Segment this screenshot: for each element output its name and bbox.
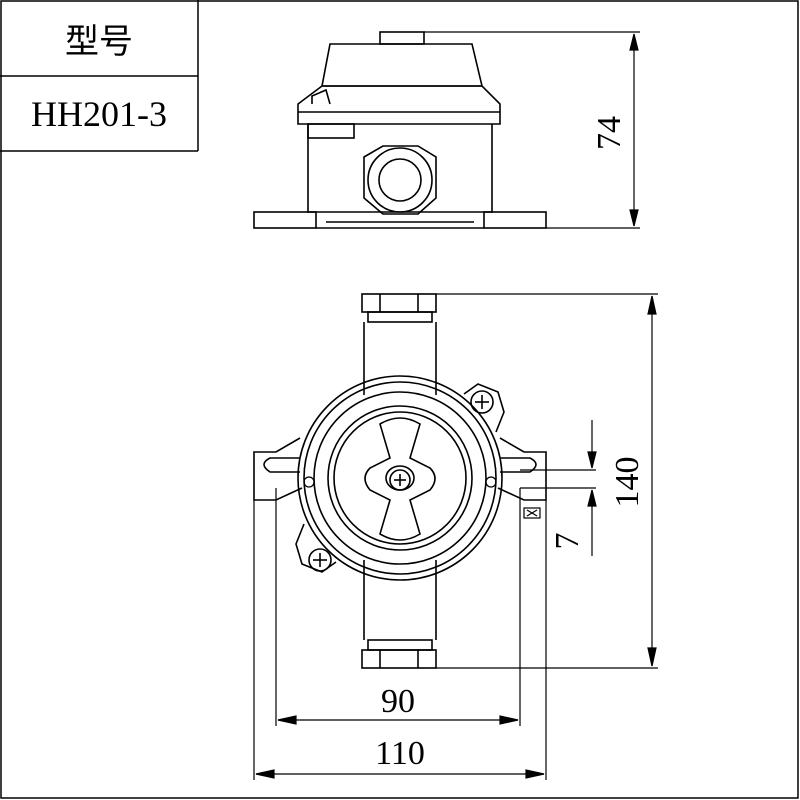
mount-ear-right: [497, 437, 547, 501]
mount-foot-left: [253, 211, 317, 229]
dim-7: [520, 420, 597, 556]
knob-cap: [379, 31, 425, 45]
screw-icon: [470, 390, 494, 414]
dim-110-label: 110: [375, 735, 425, 772]
model-header-cell: 型号: [65, 23, 133, 61]
screw-icon: [308, 548, 332, 572]
screw-icon: [303, 476, 497, 488]
cable-gland-hex: [363, 145, 437, 215]
dim-7-label: 7: [549, 533, 586, 550]
dim-140: [436, 293, 658, 669]
model-value-cell: HH201-3: [31, 93, 167, 134]
dim-90-label: 90: [381, 683, 415, 720]
mount-ear-left: [253, 437, 303, 501]
dim-110: [253, 500, 547, 780]
cover-dome: [321, 43, 484, 87]
top-gland: [361, 293, 437, 313]
dim-90: [275, 488, 521, 726]
mount-foot-right: [483, 211, 547, 229]
rotary-handle: [364, 417, 436, 541]
cover-ring: [327, 405, 473, 551]
housing-outer-ring: [297, 375, 503, 581]
front-view: [253, 293, 547, 669]
dim-74-label: 74: [591, 116, 628, 150]
side-view: [253, 31, 547, 229]
model-table: [0, 0, 199, 152]
housing-body: [307, 124, 493, 213]
dim-74: [424, 31, 640, 229]
dim-140-label: 140: [609, 457, 646, 508]
bottom-gland: [361, 649, 437, 669]
ground-terminal-icon: [523, 507, 541, 519]
screw-icon: [389, 469, 411, 491]
